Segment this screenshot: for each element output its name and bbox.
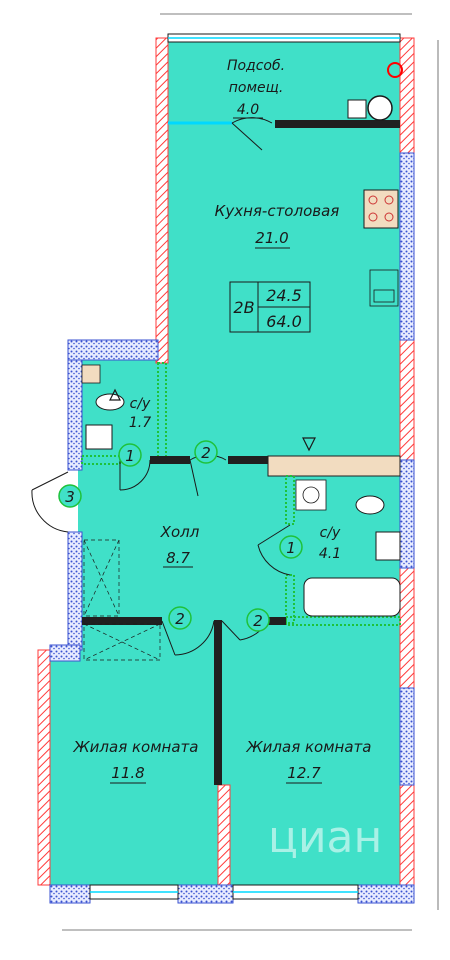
wall-right-upper [399,37,415,154]
bedroom-left-area: 11.8 [111,764,144,782]
washer-fixture [295,479,327,511]
window-bottom-left [89,884,179,900]
hall-room-area: 8.7 [166,549,190,567]
door-mark-2-kitchen: 2 [194,440,218,464]
wc-big-room-name: с/у [320,525,341,541]
wall-inner-bedrooms [217,784,231,886]
kitchen-room-name: Кухня-столовая [215,202,340,220]
partition-hall-top-mid [150,456,190,464]
door-mark-2-bedroom-left: 2 [168,606,192,630]
wall-blue-right-3 [399,687,415,786]
partition-wc-big-left [285,475,295,525]
watermark-logo: циан [268,812,382,863]
wall-blue-corner [49,644,81,662]
wc-small-room-area: 1.7 [129,415,151,431]
bedroom-right-area: 12.7 [287,764,321,782]
partition-hall-top-right [228,456,268,464]
door-mark-3-entrance-text: 3 [65,488,75,506]
door-entrance[interactable] [31,471,69,533]
kitchen-room-area: 21.0 [255,229,288,247]
apartment-living-area: 24.5 [266,286,302,305]
wall-blue-bottom-left [49,884,91,904]
door-mark-2-bedroom-right-text: 2 [253,612,263,630]
door-wc-big[interactable] [257,524,291,576]
partition-hall-bottom-left [82,617,162,625]
utility-room-name-2: помещ. [229,80,284,96]
door-mark-2-kitchen-text: 2 [201,444,211,462]
apartment-type: 2В [233,298,254,317]
toilet-small-fixture [81,364,125,450]
wc-small-room-name: с/у [130,396,151,412]
wall-right-lower [399,567,415,689]
water-supply-marker-1 [302,437,316,452]
wall-left-bedroom [37,649,51,886]
wall-blue-bottom-right [357,884,415,904]
door-mark-1-big-wc-text: 1 [286,539,296,557]
floor-area [50,38,400,885]
wall-blue-top-wc [67,339,159,361]
wall-blue-left-hall [67,531,83,651]
toilet-big-fixture [355,495,401,561]
apartment-total-area: 64.0 [266,312,302,331]
wall-right-mid [399,339,415,461]
bathtub-fixture [303,577,401,617]
door-mark-1-small-wc: 1 [118,443,142,467]
water-supply-marker-2 [109,388,121,401]
partition-hall-bottom-right [268,617,286,625]
utility-room-name: Подсоб. [227,58,285,74]
sink-kitchen-fixture [369,269,399,307]
partition-wc-big-top [267,455,401,477]
partition-bedroom-divider [214,620,222,785]
hall-room-name: Холл [160,523,200,541]
utility-room-area: 4.0 [237,102,259,118]
wall-blue-right-2 [399,459,415,569]
window-top [167,33,401,43]
door-mark-1-big-wc: 1 [279,535,303,559]
door-wc-small[interactable] [119,459,151,491]
wall-blue-bottom-mid [177,884,234,904]
wc-big-room-area: 4.1 [319,546,341,562]
wall-blue-right-1 [399,152,415,341]
bedroom-left-name: Жилая комната [73,738,199,756]
apartment-summary: 2В 24.5 64.0 [229,281,311,333]
door-mark-2-bedroom-right: 2 [246,608,270,632]
stove-fixture [363,189,399,229]
wall-right-bottom [399,784,415,886]
window-bottom-right [232,884,359,900]
door-mark-3-entrance: 3 [58,484,82,508]
door-bedroom-left[interactable] [161,620,215,656]
wall-left-kitchen [155,37,169,364]
door-mark-2-bedroom-left-text: 2 [175,610,185,628]
wall-blue-left-wc [67,359,83,471]
door-mark-1-small-wc-text: 1 [125,447,135,465]
boiler-fixture [347,62,403,121]
bedroom-right-name: Жилая комната [246,738,372,756]
wardrobe-fixture [83,539,161,661]
partition-utility [168,120,400,128]
